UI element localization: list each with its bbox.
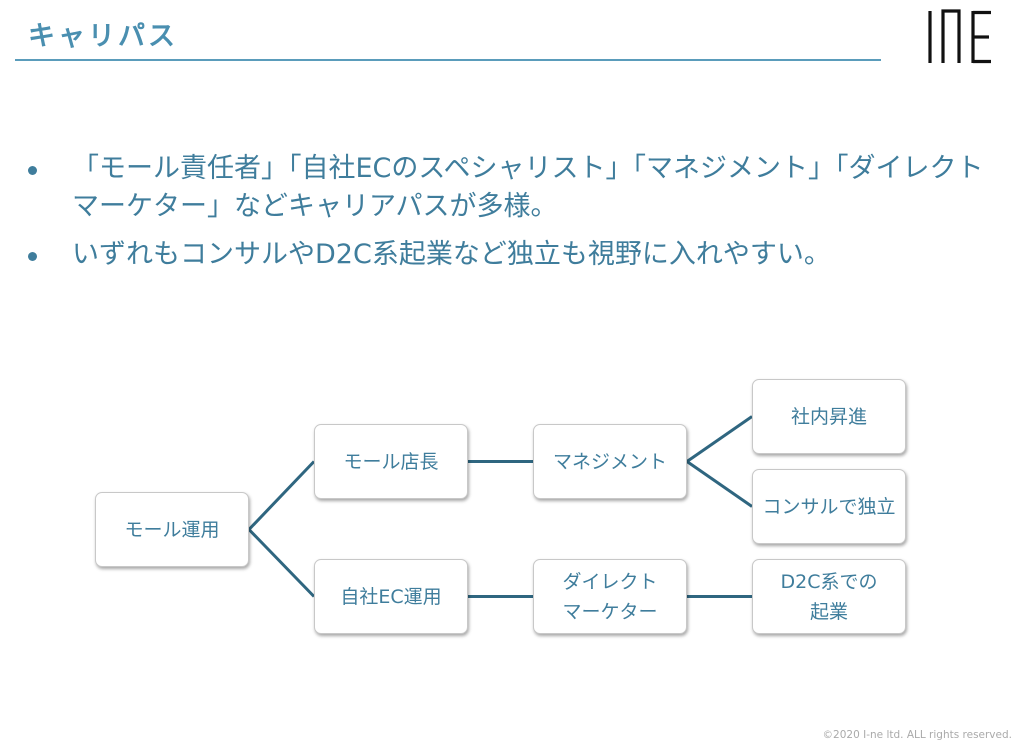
node-own-ec-ops: 自社EC運用: [314, 559, 468, 634]
bullet-dot-icon: [28, 166, 37, 175]
copyright-footer: ©2020 I-ne ltd. ALL rights reserved.: [822, 729, 1012, 741]
bullet-item: 「モール責任者」「自社ECのスペシャリスト」「マネジメント」「ダイレクトマーケタ…: [28, 150, 988, 226]
connector-mall_ops-to-own_ec_ops: [247, 528, 316, 598]
connector-management-to-internal_promotion: [686, 415, 753, 463]
node-internal-promotion: 社内昇進: [752, 379, 906, 454]
bullet-text: いずれもコンサルやD2C系起業など独立も視野に入れやすい。: [72, 239, 831, 270]
node-label: D2C系での起業: [780, 570, 878, 623]
connector-mall_ops-to-mall_manager: [247, 460, 316, 531]
node-direct-marketer: ダイレクトマーケター: [533, 559, 687, 634]
title-divider: [15, 59, 881, 61]
node-label: マネジメント: [552, 450, 667, 473]
node-label: モール運用: [124, 518, 220, 541]
connector-management-to-consultant_independent: [686, 460, 753, 508]
bullet-dot-icon: [28, 252, 37, 261]
node-label: モール店長: [343, 450, 439, 473]
node-mall-ops: モール運用: [95, 492, 249, 567]
node-label: ダイレクトマーケター: [562, 570, 658, 623]
page-title: キャリパス: [28, 21, 178, 52]
node-label: 社内昇進: [790, 405, 867, 428]
node-d2c-startup: D2C系での起業: [752, 559, 906, 634]
bullet-text: 「モール責任者」「自社ECのスペシャリスト」「マネジメント」「ダイレクトマーケタ…: [72, 153, 984, 222]
bullet-item: いずれもコンサルやD2C系起業など独立も視野に入れやすい。: [28, 236, 988, 274]
node-mall-manager: モール店長: [314, 424, 468, 499]
ine-logo: [928, 9, 991, 64]
bullet-list: 「モール責任者」「自社ECのスペシャリスト」「マネジメント」「ダイレクトマーケタ…: [28, 150, 988, 284]
node-label: 自社EC運用: [340, 585, 442, 608]
node-management: マネジメント: [533, 424, 687, 499]
node-label: コンサルで独立: [762, 495, 896, 518]
node-consultant-independent: コンサルで独立: [752, 469, 906, 544]
